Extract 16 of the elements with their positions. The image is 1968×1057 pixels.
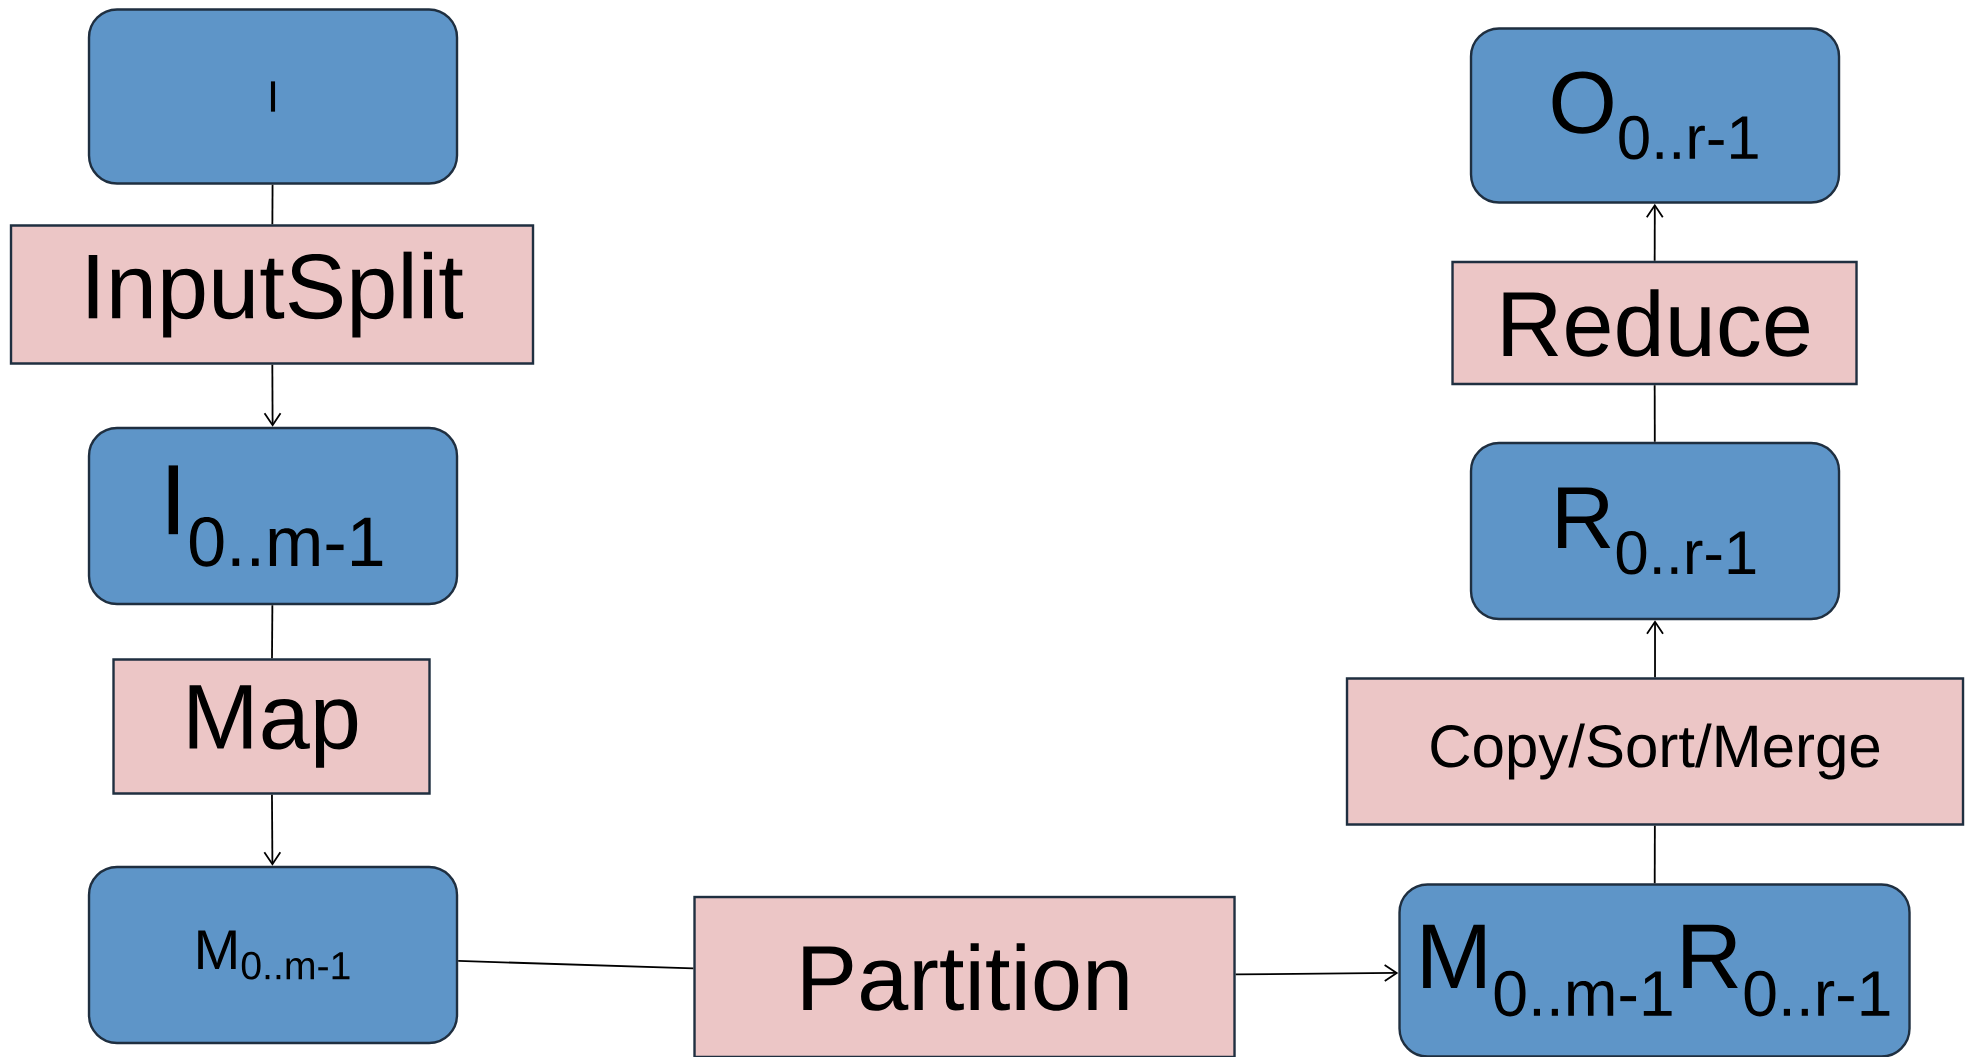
process-box: Map xyxy=(112,658,431,795)
arrow xyxy=(263,793,282,866)
process-box: InputSplit xyxy=(9,224,535,365)
data-box: R$_{0..r-1}$ xyxy=(1469,441,1841,621)
arrow xyxy=(263,363,282,427)
data-box: M$_{0..m-1}$R$_{0..r-1}$ xyxy=(1398,883,1911,1057)
arrow xyxy=(1234,964,1399,982)
data-box: I$_{0..m-1}$ xyxy=(87,426,459,606)
data-box: M$_{0..m-1}$ xyxy=(87,865,459,1045)
data-box: I xyxy=(87,8,459,185)
process-box: Copy/Sort/Merge xyxy=(1345,677,1965,826)
arrow xyxy=(1645,203,1664,262)
process-box: Reduce xyxy=(1451,260,1858,386)
data-box: O$_{0..r-1}$ xyxy=(1469,27,1841,204)
arrow xyxy=(1646,620,1664,679)
process-box: Partition xyxy=(693,895,1236,1057)
